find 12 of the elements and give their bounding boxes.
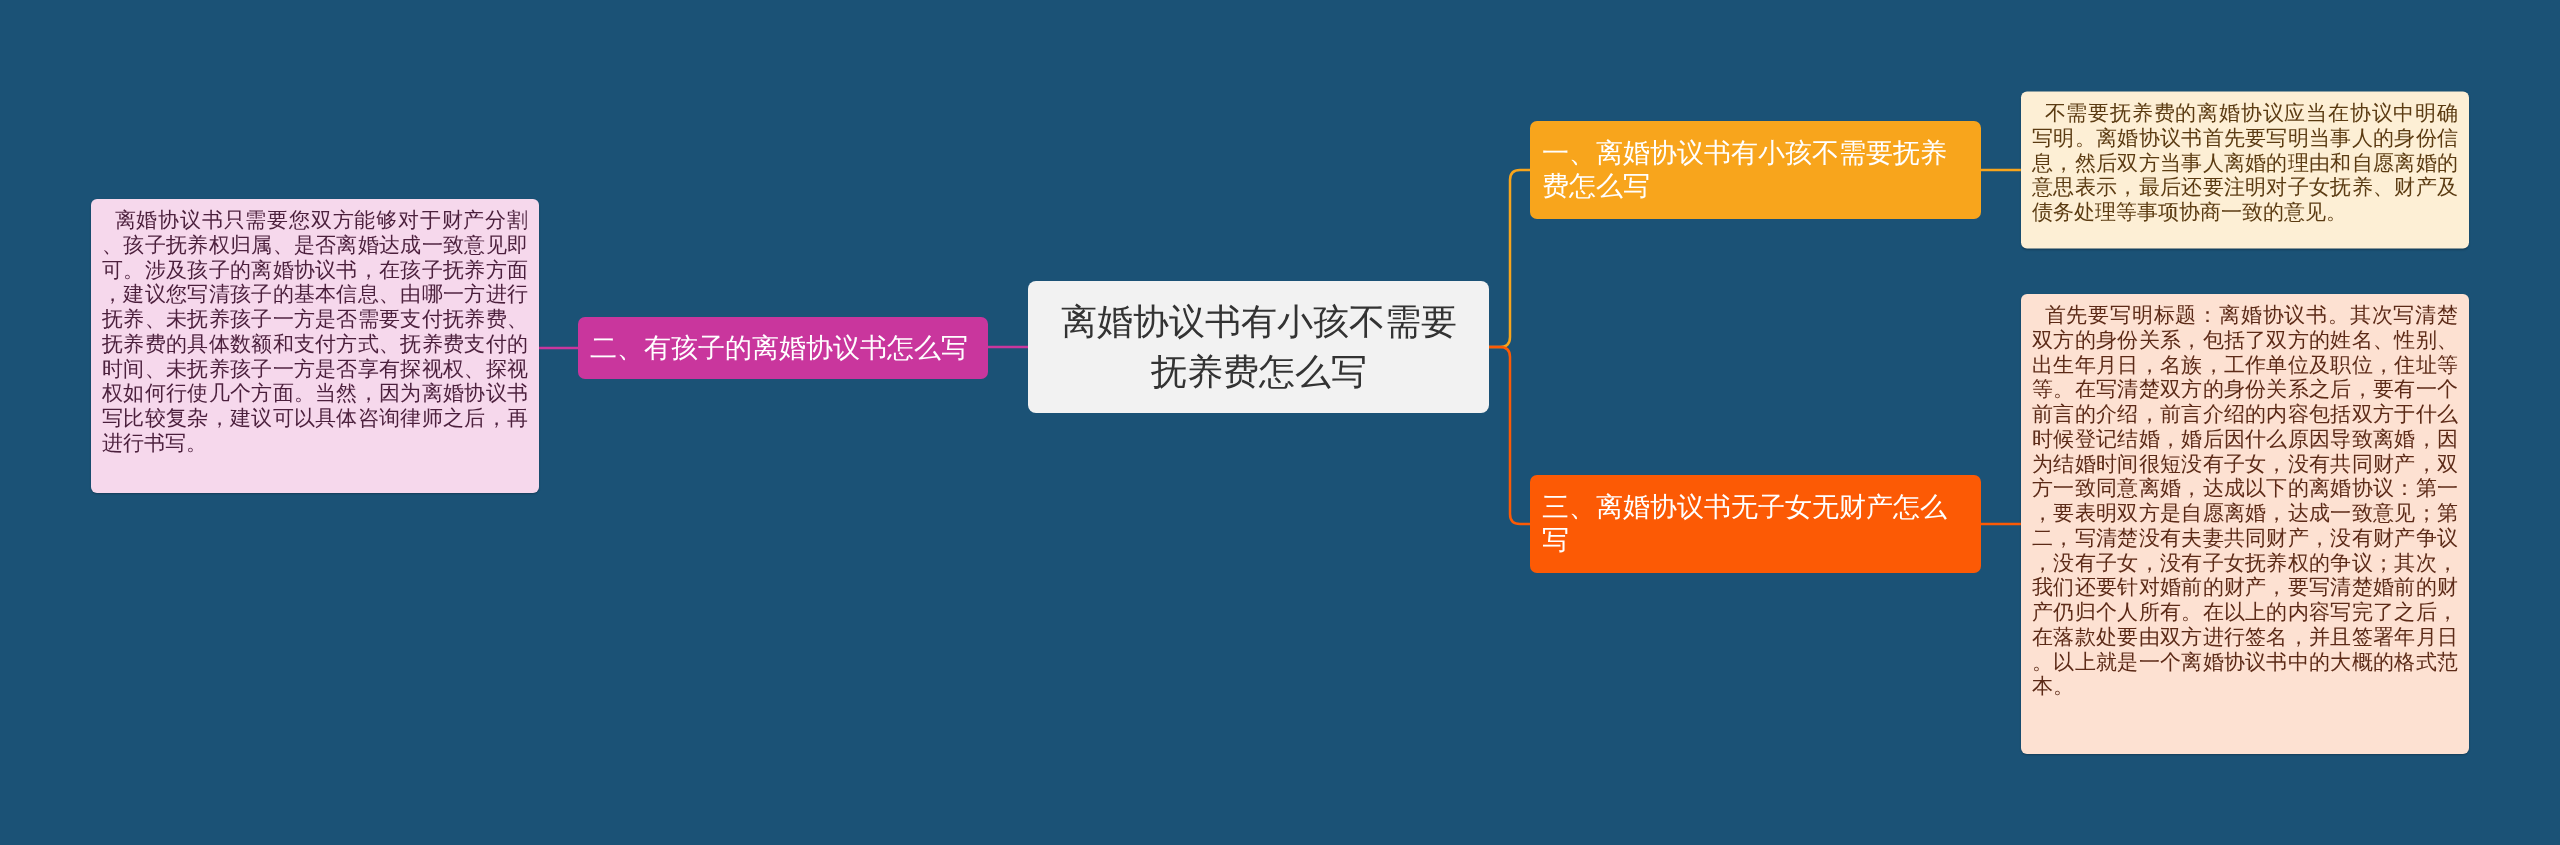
connector-line bbox=[539, 346, 578, 350]
connector-line bbox=[1981, 522, 2021, 526]
note-card: 首先要写明标题：离婚协议书。其次写清楚双方的身份关系，包括了双方的姓名、性别、出生年月日，名族，工作单位及职位，住址等等。在写清楚双方的身份关系之后，要有一个前言的介绍，前言介绍的内容包括双方于什么时候登记结婚，婚后因什么原因导致离婚，因为结婚时间很短没有子女，没有共同财产，双方一致同意离婚，达成以下的离婚协议：第一，要表明双方是自愿离婚，达成一致意见；第二，写清楚没有夫妻共同财产，没有财产争议，没有子女，没有子女抚养权的争议；其次，我们还要针对婚前的财产，要写清楚婚前的财产仍归个人所有。在以上的内容写完了之后，在落款处要由双方进行签名，并且签署年月日。以上就是一个离婚协议书中的大概的格式范本。 bbox=[2021, 294, 2469, 754]
note-card: 不需要抚养费的离婚协议应当在协议中明确写明。离婚协议书首先要写明当事人的身份信息，然后双方当事人离婚的理由和自愿离婚的意思表示，最后还要注明对子女抚养、财产及债务处理等事项协商一致的意见。 bbox=[2021, 91, 2469, 249]
note-card: 离婚协议书只需要您双方能够对于财产分割、孩子抚养权归属、是否离婚达成一致意见即可。涉及孩子的离婚协议书，在孩子抚养方面，建议您写清孩子的基本信息、由哪一方进行抚养、未抚养孩子一方是否需要支付抚养费、抚养费的具体数额和支付方式、抚养费支付的时间、未抚养孩子一方是否享有探视权、探视权如何行使几个方面。当然，因为离婚协议书写比较复杂，建议可以具体咨询律师之后，再进行书写。 bbox=[91, 199, 539, 493]
branch-topic: 三、离婚协议书无子女无财产怎么写 bbox=[1530, 475, 1981, 573]
connector-line bbox=[988, 345, 1028, 349]
branch-topic: 一、离婚协议书有小孩不需要抚养费怎么写 bbox=[1530, 121, 1981, 219]
connector-line bbox=[1489, 345, 1530, 526]
connector-line bbox=[1981, 168, 2021, 172]
branch-topic: 二、有孩子的离婚协议书怎么写 bbox=[578, 317, 988, 379]
central-topic: 离婚协议书有小孩不需要抚养费怎么写 bbox=[1028, 281, 1489, 413]
